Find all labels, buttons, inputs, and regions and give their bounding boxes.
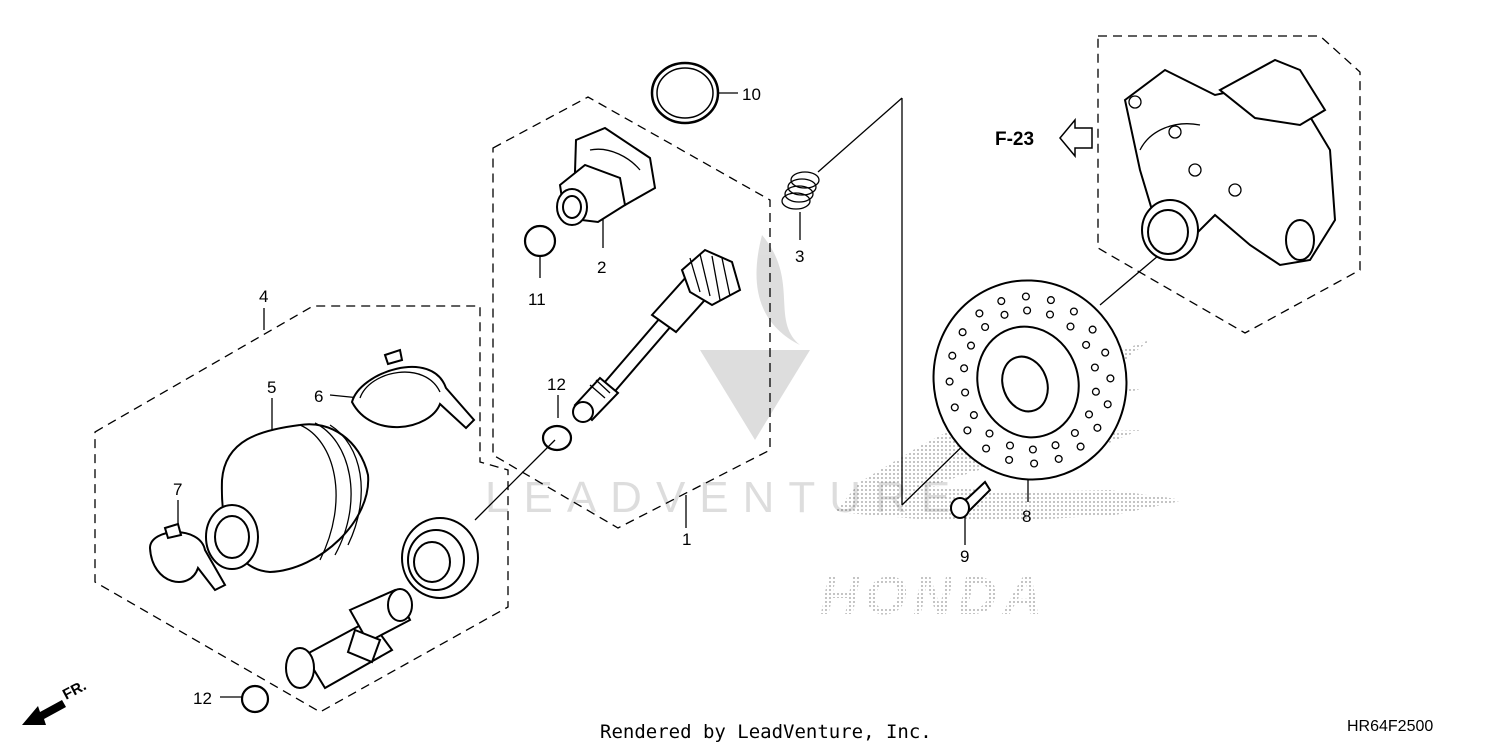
brake-disc-hole	[961, 388, 970, 397]
figure-reference-label[interactable]: F-23	[995, 129, 1034, 150]
front-arrow-icon	[22, 700, 66, 725]
brake-disc-hole	[1028, 445, 1037, 454]
o-ring-large	[650, 61, 720, 125]
o-ring-small	[523, 224, 557, 258]
inner-joint-race	[401, 517, 479, 599]
brake-disc-hole	[1088, 325, 1097, 334]
outer-joint-housing	[556, 126, 657, 226]
brake-disc-hole	[1093, 423, 1102, 432]
brake-disc-hole	[1101, 348, 1110, 357]
figure-reference[interactable]: F-23	[995, 117, 1093, 159]
brake-disc-hole	[1106, 374, 1115, 383]
brake-disc-hole	[981, 322, 990, 332]
brake-disc-hole	[963, 426, 972, 435]
cv-boot	[205, 422, 370, 574]
brake-disc-hole	[1021, 292, 1030, 301]
brake-disc-hole	[950, 403, 959, 412]
watermark-v-mark	[700, 350, 810, 440]
callout-12-upper: 12	[547, 375, 566, 394]
callout-12-lower: 12	[193, 689, 212, 708]
callout-1: 1	[682, 530, 691, 549]
front-indicator-label: FR.	[60, 677, 89, 703]
callout-2: 2	[597, 258, 606, 277]
brake-disc-hole	[1070, 428, 1079, 438]
brake-disc-hole	[945, 377, 954, 386]
diagram-code: HR64F2500	[1347, 718, 1433, 735]
brake-disc-hole	[1082, 340, 1091, 349]
brake-disc-hole	[1084, 410, 1094, 419]
callout-7: 7	[173, 480, 182, 499]
joint-assembly-outline-4	[94, 305, 509, 713]
drive-shaft	[572, 248, 742, 423]
callout-9: 9	[960, 547, 969, 566]
spring	[781, 171, 820, 210]
brake-disc	[932, 279, 1128, 481]
boot-band-small	[148, 522, 227, 592]
brake-disc-hole	[1051, 441, 1060, 450]
brake-disc-hole	[969, 411, 978, 420]
brake-disc-hole	[1005, 455, 1014, 464]
callout-11: 11	[528, 290, 546, 309]
brake-disc-hole	[1030, 459, 1039, 468]
brake-disc-hole	[960, 364, 969, 373]
callout-6: 6	[314, 387, 323, 406]
disc-bolt	[950, 480, 992, 519]
front-direction-indicator: FR.	[22, 677, 89, 725]
brake-disc-hole	[1005, 441, 1015, 450]
callout-8: 8	[1022, 507, 1031, 526]
brake-disc-hole	[1069, 307, 1078, 316]
brake-disc-hole	[975, 309, 984, 318]
callout-10: 10	[742, 85, 761, 104]
brake-disc-hole	[1023, 306, 1032, 315]
brake-disc-hole	[958, 328, 967, 337]
brake-disc-hole	[1046, 296, 1055, 305]
callout-5: 5	[267, 378, 276, 397]
brake-disc-hole	[1090, 363, 1099, 372]
brake-disc-holes	[945, 292, 1115, 468]
brake-disc-hole	[985, 429, 994, 438]
universal-joint	[285, 588, 413, 690]
watermark-text: LEADVENTURE	[485, 473, 964, 522]
hub-carrier	[1123, 58, 1337, 267]
shaft-assembly-outline-1	[492, 96, 771, 529]
brake-disc-hole	[1000, 310, 1009, 319]
boot-band-large	[350, 348, 476, 430]
brake-disc-hole	[1054, 454, 1063, 463]
brake-disc-hole	[982, 444, 991, 453]
brake-disc-hole	[1045, 310, 1055, 319]
callout-labels: 1 2 3 4 5 6 7 8 9 10 11 12 12	[173, 85, 1031, 708]
brake-disc-hole	[1103, 400, 1112, 409]
brake-disc-hole	[997, 297, 1006, 306]
brake-disc-hole	[948, 351, 957, 360]
watermark-flame-mark	[756, 235, 800, 345]
brake-disc-hole	[1076, 442, 1085, 451]
callout-4: 4	[259, 287, 268, 306]
hub-assembly-outline	[1097, 35, 1361, 334]
brake-disc-hole	[1066, 322, 1075, 331]
leadventure-watermark: LEADVENTURE	[485, 235, 964, 522]
ring-12-upper	[541, 424, 573, 452]
footer-credit: Rendered by LeadVenture, Inc.	[600, 721, 932, 743]
brake-disc-hole	[966, 341, 976, 350]
honda-logo-text: HONDA	[820, 566, 1048, 626]
brake-disc-hole	[1091, 387, 1100, 396]
figure-reference-arrow-icon	[1059, 117, 1093, 159]
callout-3: 3	[795, 247, 804, 266]
ring-12-lower	[240, 684, 270, 714]
